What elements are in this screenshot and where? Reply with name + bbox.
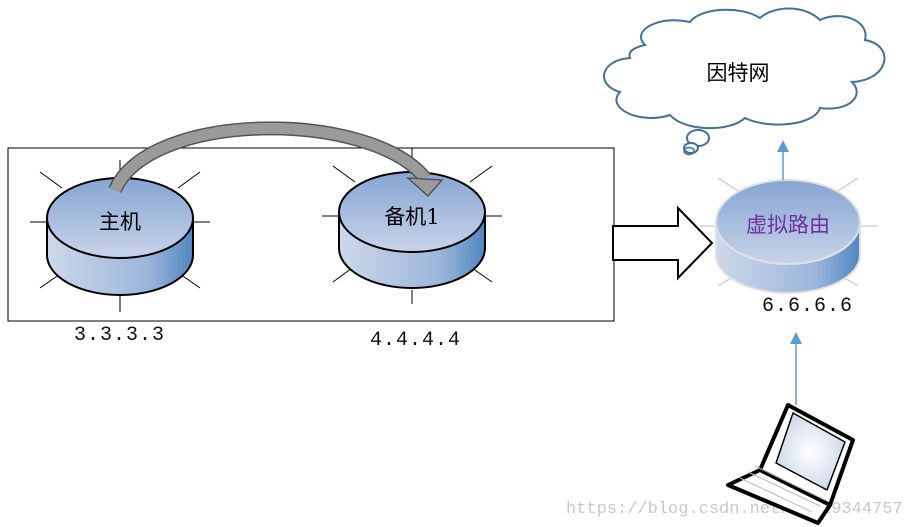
virtual-router-label: 虚拟路由 [746,213,830,237]
arrow-up-icon [777,140,789,152]
ip-virtual-router: 6.6.6.6 [762,295,853,318]
router-primary-label: 主机 [99,210,141,234]
internet-label: 因特网 [707,61,770,85]
watermark: https://blog.csdn.net/qq_29344757 [566,500,903,519]
router-backup-label: 备机1 [384,205,439,229]
internet-cloud: 因特网 [603,7,886,156]
ip-primary: 3.3.3.3 [74,324,165,347]
laptop-icon[interactable] [726,403,855,525]
router-backup[interactable]: 备机1 [322,148,502,304]
ip-backup: 4.4.4.4 [370,329,461,352]
failover-arrow-head [405,177,444,198]
arrow-up-icon [790,332,802,344]
router-primary[interactable]: 主机 [30,160,210,312]
virtual-router[interactable]: 虚拟路由 [700,177,878,294]
router-spokes [700,177,878,287]
block-arrow-icon [612,205,714,281]
router-spokes [322,148,502,304]
